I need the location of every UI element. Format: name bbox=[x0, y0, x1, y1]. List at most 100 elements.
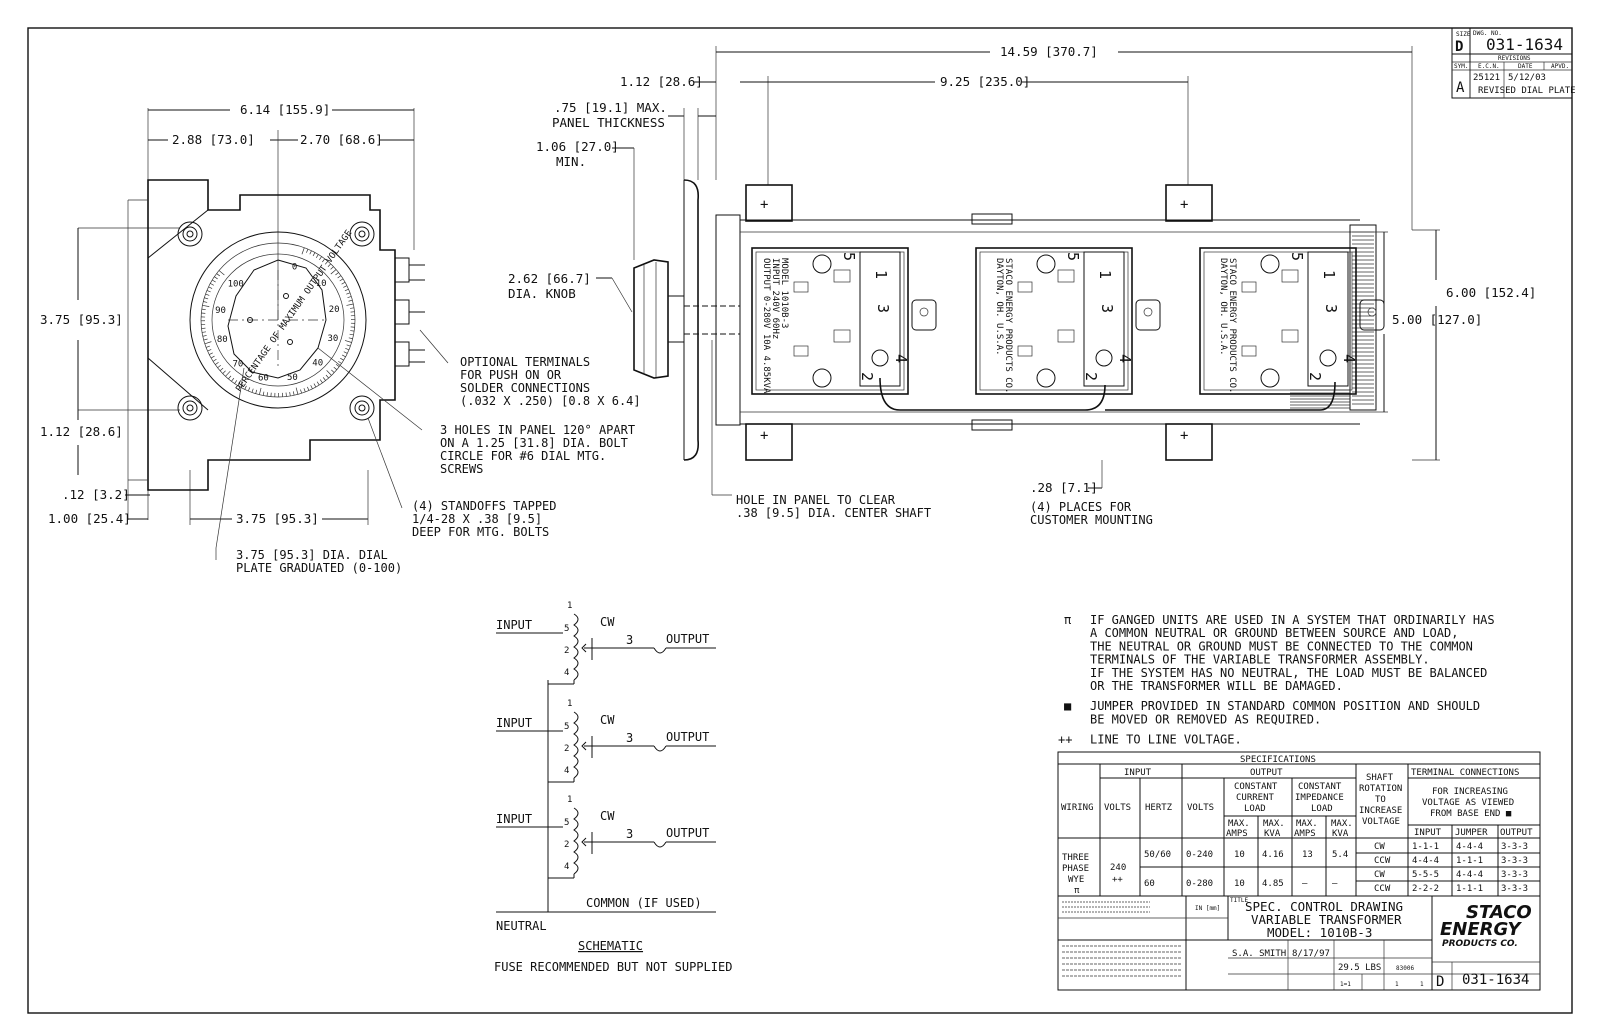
svg-text:IF GANGED UNITS ARE USED IN A: IF GANGED UNITS ARE USED IN A SYSTEM THA… bbox=[1090, 613, 1495, 627]
svg-text:MAX.: MAX. bbox=[1331, 819, 1353, 829]
svg-text:1-1-1: 1-1-1 bbox=[1456, 884, 1483, 894]
svg-text:ON A 1.25 [31.8] DIA. BOLT: ON A 1.25 [31.8] DIA. BOLT bbox=[440, 436, 628, 450]
front-view: 6.14 [155.9] 2.88 [73.0] 2.70 [68.6] 3.7… bbox=[40, 102, 641, 575]
callout-panel-holes: 3 HOLES IN PANEL 120° APART ON A 1.25 [3… bbox=[440, 423, 635, 476]
rev-col-date: DATE bbox=[1518, 63, 1533, 70]
standoff-bolt-icon bbox=[177, 221, 203, 247]
dial-label: 100 bbox=[228, 280, 244, 290]
mount-plus-icon: + bbox=[760, 197, 768, 213]
svg-text:1-1-1: 1-1-1 bbox=[1456, 856, 1483, 866]
dim-front-height: 3.75 [95.3] bbox=[40, 312, 123, 327]
svg-text:3 HOLES IN PANEL 120° APART: 3 HOLES IN PANEL 120° APART bbox=[440, 423, 635, 437]
svg-text:1: 1 bbox=[1320, 270, 1338, 279]
svg-text:AMPS: AMPS bbox=[1226, 829, 1248, 839]
svg-text:π: π bbox=[1064, 613, 1071, 627]
panel-thickness-1: .75 [19.1] MAX. bbox=[554, 100, 667, 115]
svg-text:STACO ENERGY PRODUCTS CO.: STACO ENERGY PRODUCTS CO. bbox=[1227, 258, 1237, 393]
dim-front-bolt: 3.75 [95.3] bbox=[236, 511, 319, 526]
spec-outvolts-header: VOLTS bbox=[1187, 803, 1214, 813]
mount-plus-icon: + bbox=[760, 428, 768, 444]
dim-mount-spacing: 9.25 [235.0] bbox=[940, 74, 1030, 89]
dial-label: 80 bbox=[217, 335, 228, 345]
dim-front-left: 2.88 [73.0] bbox=[172, 132, 255, 147]
rev-ecn: 25121 bbox=[1473, 73, 1500, 83]
svg-text:50/60: 50/60 bbox=[1144, 850, 1171, 860]
dim-min-1: 1.06 [27.0] bbox=[536, 139, 619, 154]
svg-text:INPUT: INPUT bbox=[496, 618, 532, 632]
svg-text:5: 5 bbox=[564, 722, 569, 732]
svg-text:PLATE GRADUATED (0-100): PLATE GRADUATED (0-100) bbox=[236, 561, 402, 575]
svg-text:OR THE TRANSFORMER WILL BE DAM: OR THE TRANSFORMER WILL BE DAMAGED. bbox=[1090, 679, 1343, 693]
title-line-2: VARIABLE TRANSFORMER bbox=[1251, 912, 1402, 927]
svg-text:4-4-4: 4-4-4 bbox=[1412, 856, 1439, 866]
svg-text:0-280: 0-280 bbox=[1186, 879, 1213, 889]
svg-text:THREE: THREE bbox=[1062, 853, 1089, 863]
note-item: ++LINE TO LINE VOLTAGE. bbox=[1058, 733, 1242, 747]
svg-text:3.75 [95.3] DIA. DIAL: 3.75 [95.3] DIA. DIAL bbox=[236, 548, 388, 562]
svg-text:CW: CW bbox=[600, 713, 615, 727]
svg-text:3-3-3: 3-3-3 bbox=[1501, 856, 1528, 866]
svg-text:TO: TO bbox=[1375, 795, 1386, 805]
svg-text:THE NEUTRAL OR GROUND MUST BE: THE NEUTRAL OR GROUND MUST BE CONNECTED … bbox=[1090, 639, 1473, 653]
svg-text:OUTPUT: OUTPUT bbox=[1500, 828, 1533, 838]
sheet-num: 1 bbox=[1395, 981, 1399, 988]
svg-text:5: 5 bbox=[564, 624, 569, 634]
svg-text:240: 240 bbox=[1110, 863, 1126, 873]
svg-text:PRODUCTS CO.: PRODUCTS CO. bbox=[1442, 939, 1518, 949]
svg-text:5: 5 bbox=[1288, 252, 1306, 261]
notes: π IF GANGED UNITS ARE USED IN A SYSTEM TH… bbox=[1058, 613, 1495, 747]
svg-text:3: 3 bbox=[626, 633, 633, 647]
svg-text:INPUT 240V 60Hz: INPUT 240V 60Hz bbox=[770, 258, 780, 339]
drawn-by: S.A. SMITH bbox=[1232, 949, 1286, 959]
dim-unit-height: 5.00 [127.0] bbox=[1392, 312, 1482, 327]
hole-callout-2: .38 [9.5] DIA. CENTER SHAFT bbox=[736, 506, 931, 520]
dial-label: 30 bbox=[327, 334, 338, 344]
svg-text:PHASE: PHASE bbox=[1062, 864, 1089, 874]
svg-text:(.032 X .250) [0.8 X 6.4]: (.032 X .250) [0.8 X 6.4] bbox=[460, 394, 641, 408]
svg-text:OUTPUT: OUTPUT bbox=[666, 632, 709, 646]
rev-col-sym: SYM. bbox=[1454, 63, 1468, 70]
svg-text:1/4-28 X .38 [9.5]: 1/4-28 X .38 [9.5] bbox=[412, 512, 542, 526]
svg-text:BE MOVED OR REMOVED AS REQUIRE: BE MOVED OR REMOVED AS REQUIRED. bbox=[1090, 712, 1321, 726]
svg-text:A COMMON NEUTRAL OR GROUND BET: A COMMON NEUTRAL OR GROUND BETWEEN SOURC… bbox=[1090, 626, 1458, 640]
dwg-no-top: 031-1634 bbox=[1486, 35, 1563, 54]
sheet-border bbox=[27, 27, 1573, 1014]
dial-label: 50 bbox=[287, 373, 298, 383]
rev-date: 5/12/03 bbox=[1508, 73, 1546, 83]
svg-text:CW: CW bbox=[600, 615, 615, 629]
svg-text:5: 5 bbox=[1064, 252, 1082, 261]
svg-text:4-4-4: 4-4-4 bbox=[1456, 870, 1483, 880]
svg-text:13: 13 bbox=[1302, 850, 1313, 860]
svg-text:FROM BASE END ■: FROM BASE END ■ bbox=[1430, 809, 1512, 819]
svg-text:CCW: CCW bbox=[1374, 884, 1391, 894]
svg-text:2: 2 bbox=[1306, 372, 1324, 381]
rev-desc: REVISED DIAL PLATE bbox=[1478, 86, 1576, 96]
svg-text:MAX.: MAX. bbox=[1296, 819, 1318, 829]
standoff-bolt-icon bbox=[177, 395, 203, 421]
knob-dia: 2.62 [66.7] bbox=[508, 271, 591, 286]
svg-text:SCREWS: SCREWS bbox=[440, 462, 483, 476]
svg-text:1-1-1: 1-1-1 bbox=[1412, 842, 1439, 852]
schematic: COMMON (IF USED) NEUTRAL SCHEMATIC FUSE … bbox=[494, 601, 732, 974]
svg-text:4-4-4: 4-4-4 bbox=[1456, 842, 1483, 852]
mount-plus-icon: + bbox=[1180, 197, 1188, 213]
svg-text:JUMPER PROVIDED IN STANDARD CO: JUMPER PROVIDED IN STANDARD COMMON POSIT… bbox=[1090, 699, 1480, 713]
svg-text:1: 1 bbox=[567, 699, 572, 709]
svg-text:2: 2 bbox=[564, 840, 569, 850]
svg-text:CW: CW bbox=[1374, 870, 1385, 880]
svg-text:CONSTANT: CONSTANT bbox=[1234, 782, 1278, 792]
svg-text:SIZE: SIZE bbox=[1456, 31, 1471, 38]
svg-text:3: 3 bbox=[1098, 304, 1116, 313]
rev-sym: A bbox=[1456, 80, 1465, 96]
svg-text:2-2-2: 2-2-2 bbox=[1412, 884, 1439, 894]
schematic-title: SCHEMATIC bbox=[578, 939, 643, 953]
dim-overall-height: 6.00 [152.4] bbox=[1446, 285, 1536, 300]
svg-text:IF THE SYSTEM HAS NO NEUTRAL,: IF THE SYSTEM HAS NO NEUTRAL, THE LOAD M… bbox=[1090, 666, 1487, 680]
svg-text:1: 1 bbox=[567, 601, 572, 611]
svg-text:2: 2 bbox=[1082, 372, 1100, 381]
standoff-bolt-icon bbox=[349, 221, 375, 247]
